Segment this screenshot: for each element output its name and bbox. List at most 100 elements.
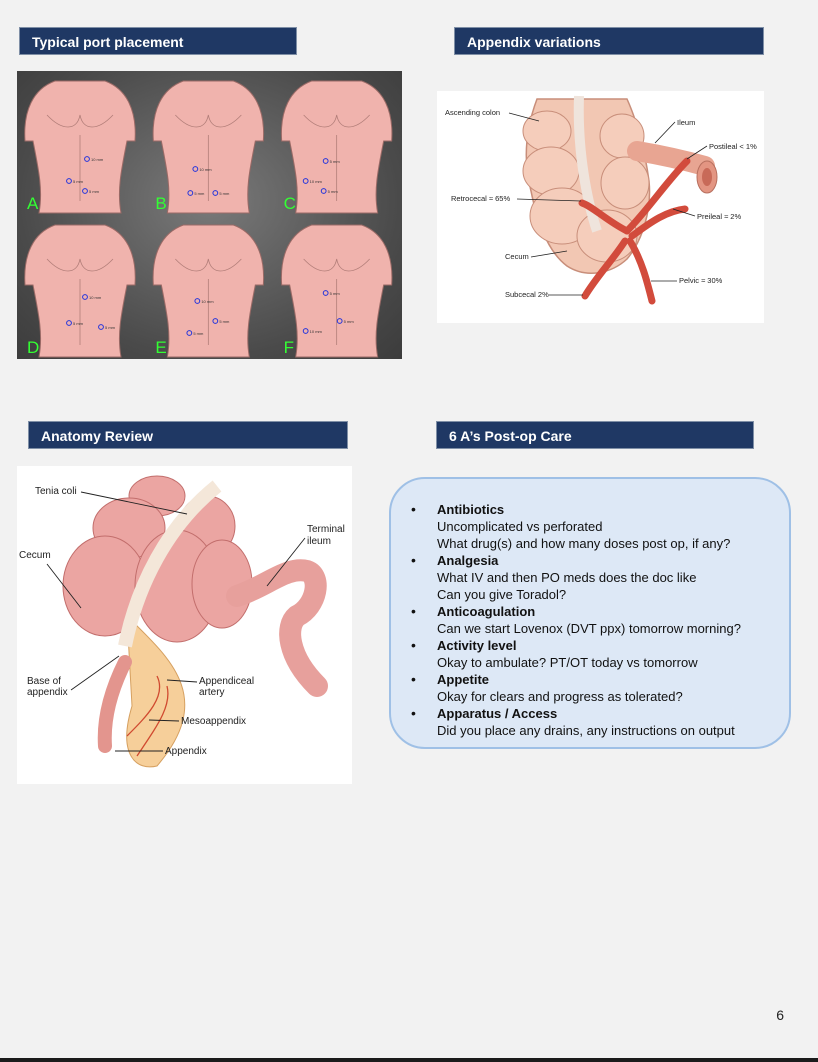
label-artery: artery <box>199 687 225 698</box>
label-subcecal: Subcecal 2% <box>505 290 549 299</box>
care-item-detail: Can we start Lovenox (DVT ppx) tomorrow … <box>437 621 741 636</box>
torso-panel: 10 mm5 mm5 mmA <box>24 80 136 214</box>
care-item-detail: What IV and then PO meds does the doc li… <box>437 570 697 585</box>
header-post-op-care: 6 A’s Post-op Care <box>436 421 754 449</box>
port-size-label: 5 mm <box>105 325 116 330</box>
care-item-detail: Uncomplicated vs perforated <box>437 519 603 534</box>
label-postileal: Postileal < 1% <box>709 142 757 151</box>
label-mesoappendix: Mesoappendix <box>181 716 246 727</box>
appendix-labels: Ascending colon Ileum Postileal < 1% Ret… <box>445 108 757 299</box>
port-size-label: 5 mm <box>219 191 230 196</box>
colon-drawing <box>62 475 328 768</box>
port-marker <box>194 298 201 304</box>
panel-letter: C <box>284 194 296 213</box>
port-size-label: 10 mm <box>199 167 212 172</box>
port-size-label: 5 mm <box>330 291 341 296</box>
care-item-title: Antibiotics <box>437 502 505 517</box>
torso-panel: 5 mm 5 mm 10 mm F <box>280 224 393 358</box>
label-ascending-colon: Ascending colon <box>445 108 500 117</box>
torso-panel: 10 mm 5 mm 5 mm B <box>152 80 265 214</box>
label-pelvic: Pelvic ≈ 30% <box>679 276 723 285</box>
port-size-label: 10 mm <box>310 179 323 184</box>
label-retrocecal: Retrocecal ≈ 65% <box>451 194 510 203</box>
port-marker <box>212 318 219 324</box>
anatomy-review-svg: Tenia coli Terminal ileum Cecum Base of … <box>19 475 345 768</box>
care-item-detail: What drug(s) and how many doses post op,… <box>437 536 731 551</box>
port-size-label: 10 mm <box>201 299 214 304</box>
port-marker <box>302 328 309 334</box>
panel-letter: F <box>284 338 294 357</box>
anatomy-labels: Tenia coli Terminal ileum Cecum Base of … <box>19 486 345 757</box>
port-size-label: 10 mm <box>89 295 102 300</box>
port-size-label: 5 mm <box>219 319 230 324</box>
care-item-title: Anticoagulation <box>437 604 536 619</box>
port-marker <box>98 324 104 330</box>
panel-letter: E <box>155 338 166 357</box>
page-number: 6 <box>776 1007 784 1023</box>
torso-panel: 10 mm 5 mm 5 mm D <box>24 224 136 358</box>
port-marker <box>186 330 193 336</box>
label-appendiceal: Appendiceal <box>199 676 254 687</box>
label-base-of: Base of <box>27 676 61 687</box>
torso-panel: 10 mm 5 mm 5 mm E <box>152 224 265 358</box>
port-marker <box>320 188 327 194</box>
label-appendix-line: Appendix <box>165 746 207 757</box>
label-cecum-anat: Cecum <box>19 550 51 561</box>
torso-panel: 5 mm 10 mm 5 mm C <box>280 80 393 214</box>
port-marker <box>322 158 329 164</box>
care-item-title: Apparatus / Access <box>437 706 558 721</box>
port-size-label: 5 mm <box>73 321 84 326</box>
care-item-title: Analgesia <box>437 553 499 568</box>
label-ileum-anat: ileum <box>307 536 331 547</box>
port-marker <box>187 190 194 196</box>
panel-letter: B <box>155 194 166 213</box>
port-marker <box>192 166 199 172</box>
port-size-label: 5 mm <box>193 331 204 336</box>
port-size-label: 10 mm <box>91 157 104 162</box>
port-size-label: 5 mm <box>89 189 100 194</box>
care-item-detail: Okay to ambulate? PT/OT today vs tomorro… <box>437 655 698 670</box>
care-item-detail: Okay for clears and progress as tolerate… <box>437 689 683 704</box>
footer-bar <box>0 1058 818 1062</box>
port-marker <box>322 290 329 296</box>
port-size-label: 5 mm <box>194 191 205 196</box>
care-item-title: Activity level <box>437 638 517 653</box>
header-anatomy-review: Anatomy Review <box>28 421 348 449</box>
anatomy-review-figure: Tenia coli Terminal ileum Cecum Base of … <box>17 466 352 784</box>
port-marker <box>212 190 219 196</box>
port-marker <box>336 318 343 324</box>
care-item-detail: Can you give Toradol? <box>437 587 567 602</box>
care-item-detail: Did you place any drains, any instructio… <box>437 723 735 738</box>
port-size-label: 5 mm <box>328 189 339 194</box>
port-marker <box>66 178 72 184</box>
port-size-label: 5 mm <box>344 319 355 324</box>
header-appendix-variations: Appendix variations <box>454 27 764 55</box>
care-item-title: Appetite <box>437 672 489 687</box>
port-marker <box>82 294 88 300</box>
label-terminal: Terminal <box>307 524 345 535</box>
appendix-positions <box>578 157 691 305</box>
label-ileum: Ileum <box>677 118 695 127</box>
appendix-variations-svg: Ascending colon Ileum Postileal < 1% Ret… <box>445 95 757 305</box>
port-marker <box>84 156 90 162</box>
panel-letter: D <box>27 338 39 357</box>
port-marker <box>66 320 72 326</box>
port-size-label: 5 mm <box>330 159 341 164</box>
label-preileal: Preileal ≈ 2% <box>697 212 741 221</box>
label-tenia-coli: Tenia coli <box>35 486 77 497</box>
port-marker <box>82 188 88 194</box>
port-size-label: 10 mm <box>310 329 323 334</box>
port-marker <box>302 178 309 184</box>
port-size-label: 5 mm <box>73 179 84 184</box>
appendix-variations-figure: Ascending colon Ileum Postileal < 1% Ret… <box>437 91 764 323</box>
